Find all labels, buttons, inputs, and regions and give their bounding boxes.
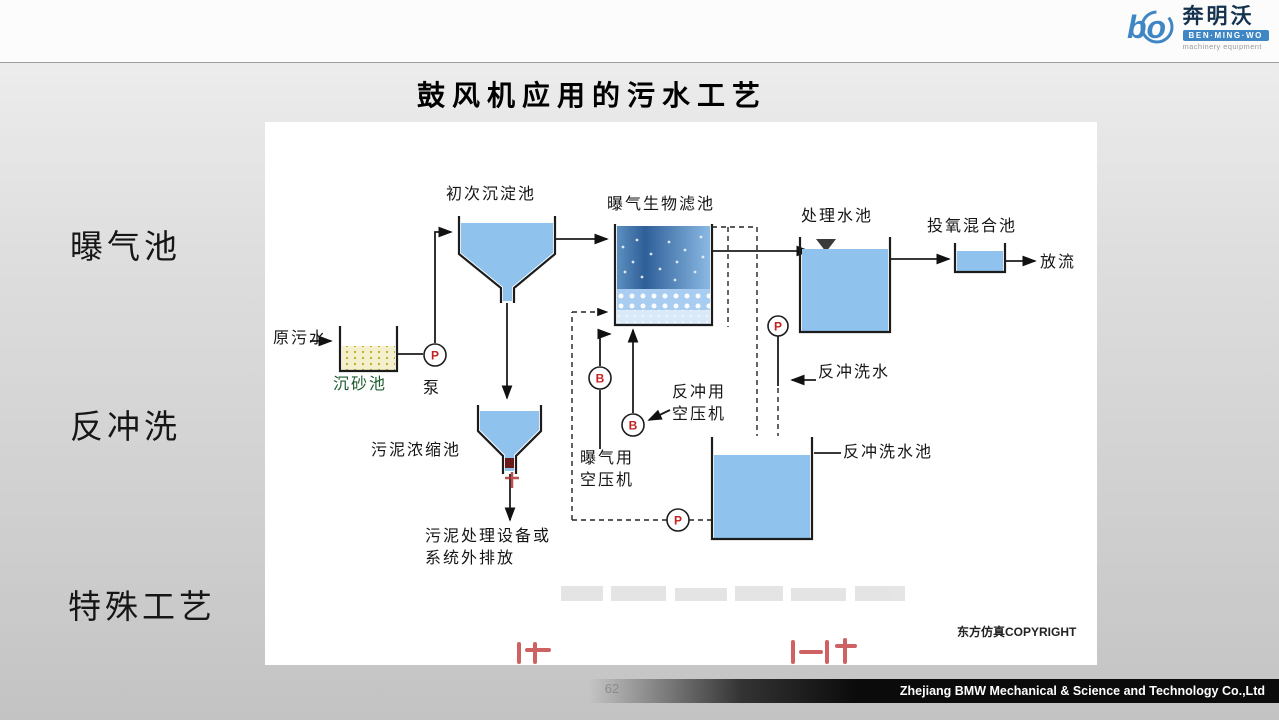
company-logo: bo 奔明沃 BEN·MING·WO machinery equipment [1120, 4, 1269, 52]
label-sludge-thickener: 污泥浓缩池 [371, 442, 462, 459]
logo-mark-text: bo [1127, 9, 1166, 45]
watermark-red-small-fragment [505, 472, 519, 488]
primary-tank-walls [457, 216, 557, 303]
label-oxygen-mixing-tank: 投氧混合池 [927, 218, 1018, 235]
treated-tank-inlet-funnel [816, 239, 836, 252]
watermark-gray-fragment [561, 586, 905, 601]
blower-symbol-aeration-letter: B [596, 372, 605, 386]
logo-company-name-en: BEN·MING·WO [1182, 30, 1269, 42]
label-copyright: 东方仿真COPYRIGHT [957, 625, 1077, 639]
label-primary-tank: 初次沉淀池 [446, 186, 537, 203]
oxygen-tank-water [957, 251, 1003, 271]
oxygen-tank-walls [953, 243, 1007, 274]
treated-tank-walls [798, 237, 892, 334]
side-label-special-process: 特殊工艺 [68, 590, 216, 626]
label-sludge-disposal: 污泥处理设备或 系统外排放 [425, 528, 552, 567]
watermark-red-fragment [517, 638, 857, 664]
label-backwash-compressor: 反冲用 空压机 [672, 384, 727, 423]
backwash-tank-water [714, 455, 810, 539]
blower-symbol-backwash-letter: B [629, 419, 638, 433]
thickener-walls [476, 405, 543, 474]
label-grit-chamber: 沉砂池 [333, 376, 388, 393]
baf-walls [613, 224, 714, 327]
page-number: 62 [604, 681, 620, 696]
label-treated-tank: 处理水池 [801, 208, 874, 225]
process-diagram-panel: P B B P P [265, 122, 1097, 665]
pump-symbol-backwash: P [666, 508, 690, 532]
primary-tank-water [461, 223, 553, 287]
footer-bar: Zhejiang BMW Mechanical & Science and Te… [0, 679, 1279, 703]
baf-water-zone [617, 226, 710, 289]
pump-symbol-1: P [423, 343, 447, 367]
backwash-compressor-pointer [647, 409, 671, 421]
label-aeration-compressor: 曝气用 空压机 [580, 450, 635, 489]
thickener-sludge [505, 458, 514, 468]
side-label-aeration-tank: 曝气池 [70, 230, 181, 266]
side-label-backwash: 反冲洗 [70, 410, 181, 446]
primary-tank-stem-water [503, 287, 512, 301]
label-backwash-tank: 反冲洗水池 [843, 444, 934, 461]
pump-symbol-treated-letter: P [774, 320, 782, 334]
pump-symbol-backwash-letter: P [674, 514, 682, 528]
logo-ring [1140, 10, 1174, 44]
treated-tank-water [802, 249, 888, 331]
footer-company-text: Zhejiang BMW Mechanical & Science and Te… [899, 684, 1265, 698]
baf-media-dots [617, 289, 710, 310]
slide-title: 鼓风机应用的污水工艺 [417, 80, 768, 111]
thickener-water [480, 411, 539, 455]
pump-to-primary-pipe [434, 226, 453, 343]
label-baf: 曝气生物滤池 [607, 196, 716, 213]
label-backwash-water: 反冲洗水 [818, 364, 891, 381]
process-flow-diagram: P B B P P [310, 216, 1037, 664]
header-band: bo 奔明沃 BEN·MING·WO machinery equipment [0, 0, 1279, 63]
pump-symbol-1-letter: P [431, 349, 439, 363]
blower-symbol-aeration: B [588, 366, 612, 390]
baf-underdrain-dots [617, 310, 710, 325]
label-raw-sewage: 原污水 [273, 330, 328, 347]
grit-chamber-tank [338, 326, 399, 373]
logo-tagline: machinery equipment [1182, 42, 1262, 52]
baf-bubbles [621, 235, 705, 282]
blower-symbol-backwash: B [621, 413, 645, 437]
logo-company-name-cn: 奔明沃 [1182, 4, 1255, 28]
label-pump: 泵 [423, 380, 442, 397]
grit-chamber-sand-dots [342, 346, 395, 370]
logo-bo-icon: bo [1127, 9, 1174, 45]
label-discharge: 放流 [1040, 254, 1077, 271]
logo-text-block: 奔明沃 BEN·MING·WO machinery equipment [1182, 4, 1269, 52]
aeration-air-pipe [597, 328, 612, 366]
backwash-tank-walls [710, 437, 814, 541]
pump-symbol-treated: P [767, 315, 789, 337]
